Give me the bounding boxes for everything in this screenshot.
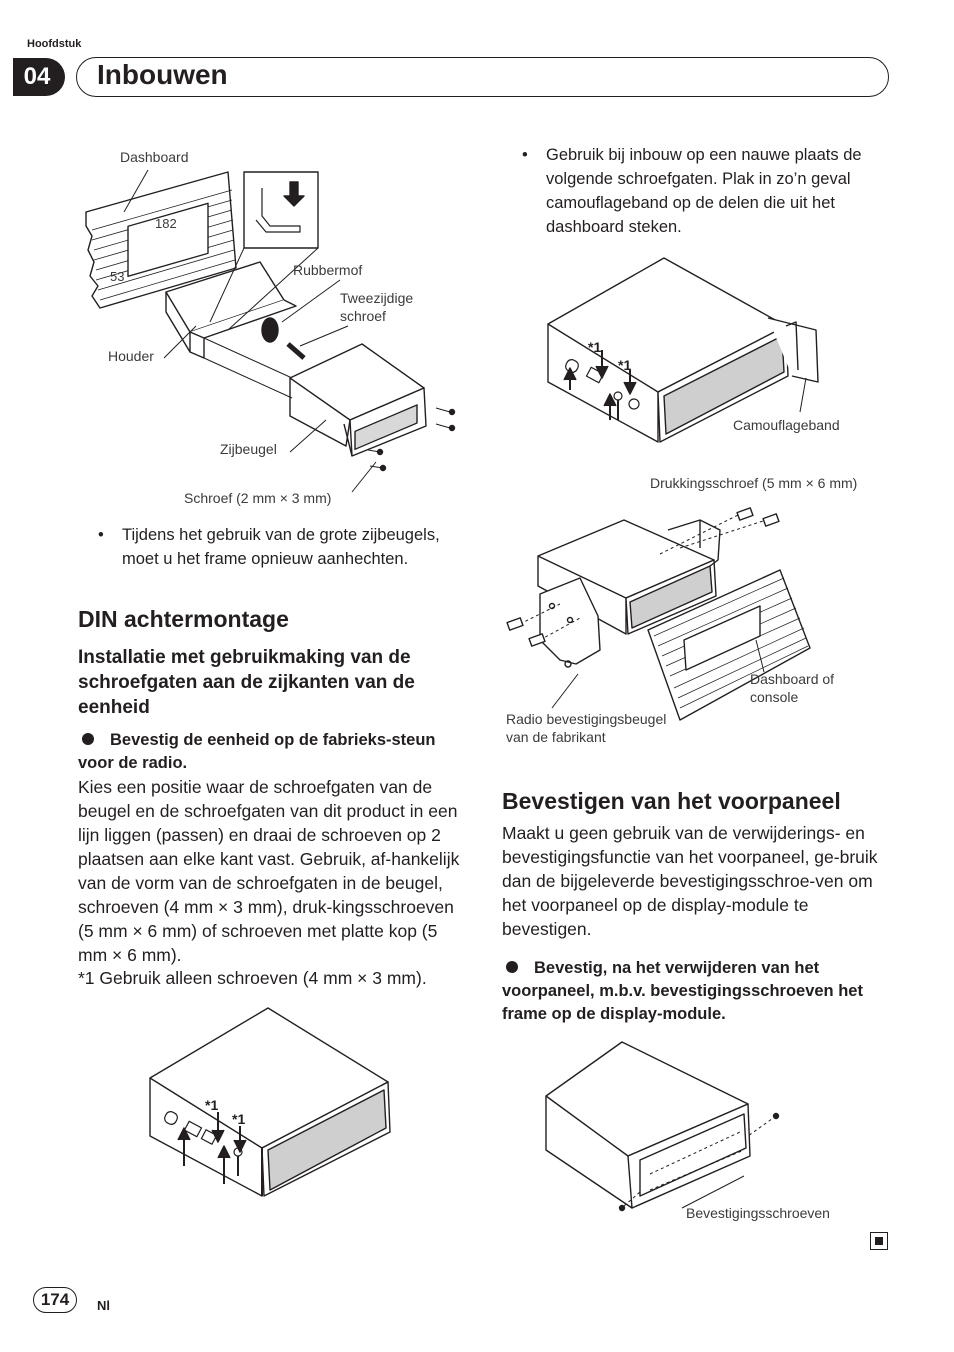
title-frame xyxy=(76,57,889,97)
bold-step: Bevestig de eenheid op de fabrieks-steun… xyxy=(78,729,458,775)
page-number: 174 xyxy=(33,1287,77,1313)
front-paragraph: Maakt u geen gebruik van de verwijdering… xyxy=(502,823,878,939)
fig2-mark-2: *1 xyxy=(618,357,632,373)
label-tweezijdige: Tweezijdige xyxy=(340,290,414,306)
fig-mark-2: *1 xyxy=(232,1111,246,1127)
bullet-narrow-text: Gebruik bij inbouw op een nauwe plaats d… xyxy=(546,146,862,236)
front-step: Bevestig, na het verwijderen van het voo… xyxy=(502,957,894,1026)
bullet-frame-text: Tijdens het gebruik van de grote zijbeug… xyxy=(122,526,440,568)
din-paragraph: Kies een positie waar de schroefgaten va… xyxy=(78,777,460,965)
end-of-section-mark xyxy=(870,1232,888,1250)
fig2-mark-1: *1 xyxy=(588,339,602,355)
bullet-dot: • xyxy=(522,146,528,164)
label-dim-53: 53 xyxy=(110,269,125,284)
label-schroef: schroef xyxy=(340,308,386,324)
label-dim-182: 182 xyxy=(155,216,177,231)
label-bevestigingsschroeven: Bevestigingsschroeven xyxy=(686,1205,830,1221)
bullet-narrow: • Gebruik bij inbouw op een nauwe plaats… xyxy=(522,143,892,239)
bullet-dot: • xyxy=(98,526,104,544)
detail-inset xyxy=(243,171,319,249)
label-houder: Houder xyxy=(108,348,154,364)
bolt xyxy=(286,342,306,360)
label-camouflageband: Camouflageband xyxy=(733,417,840,433)
label-dashboard-console-1: Dashboard of xyxy=(750,671,835,687)
language-code: Nl xyxy=(97,1298,110,1313)
bold-bullet-dot xyxy=(82,733,94,745)
label-drukkingsschroef: Drukkingsschroef (5 mm × 6 mm) xyxy=(650,475,858,491)
dashboard-opening xyxy=(127,202,209,278)
chapter-title: Inbouwen xyxy=(97,59,228,90)
bold-step-text: Bevestig de eenheid op de fabrieks-steun… xyxy=(78,731,436,772)
bullet-frame: • Tijdens het gebruik van de grote zijbe… xyxy=(98,523,468,571)
din-footnote: *1 Gebruik alleen schroeven (4 mm × 3 mm… xyxy=(78,968,427,988)
label-radio-beugel-1: Radio bevestigingsbeugel xyxy=(506,711,667,727)
sub-heading: Installatie met gebruikmaking van de sch… xyxy=(78,647,415,718)
label-dashboard: Dashboard xyxy=(120,149,189,165)
label-rubbermof: Rubbermof xyxy=(293,262,363,278)
front-heading: Bevestigen van het voorpaneel xyxy=(502,788,841,814)
rubber-bush xyxy=(261,317,279,343)
label-radio-beugel-2: van de fabrikant xyxy=(506,729,606,745)
label-zijbeugel: Zijbeugel xyxy=(220,441,277,457)
fig-mark-1: *1 xyxy=(205,1097,219,1113)
din-heading: DIN achtermontage xyxy=(78,606,289,632)
front-step-text: Bevestig, na het verwijderen van het voo… xyxy=(502,959,863,1023)
chapter-number-badge: 04 xyxy=(13,58,65,96)
label-dashboard-console-2: console xyxy=(750,689,799,705)
chapter-label: Hoofdstuk xyxy=(27,38,82,50)
label-schroef-size: Schroef (2 mm × 3 mm) xyxy=(184,490,332,506)
bold-bullet-dot xyxy=(506,961,518,973)
